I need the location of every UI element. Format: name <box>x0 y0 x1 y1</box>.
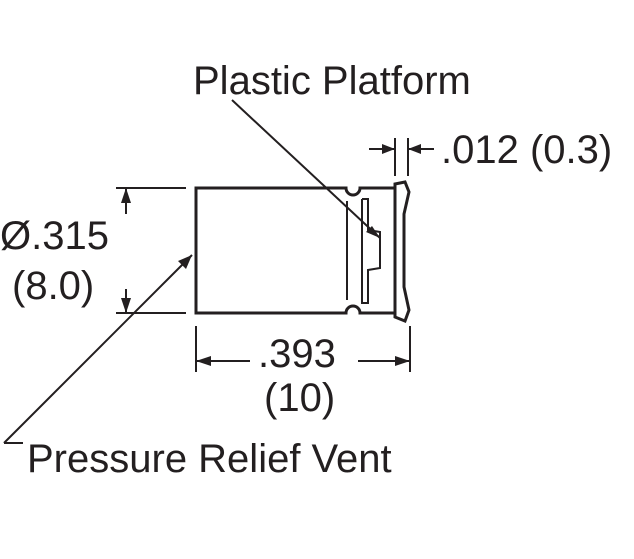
arrowhead-left <box>196 356 211 366</box>
leader-line <box>231 99 381 239</box>
leader-line <box>3 254 193 444</box>
pressure-relief-vent-label: Pressure Relief Vent <box>27 437 392 481</box>
arrowhead-up <box>121 188 131 203</box>
platform-plate <box>393 180 411 323</box>
arrowhead-right-side <box>408 144 421 154</box>
platform-tab-top <box>362 198 381 304</box>
platform-thickness-dimension <box>369 138 434 176</box>
diameter-inch-label: Ø.315 <box>0 214 109 258</box>
arrowhead-left-side <box>382 144 395 154</box>
length-dimension <box>195 326 411 372</box>
diameter-mm-label: (8.0) <box>12 264 94 308</box>
leader-arrowhead <box>178 255 192 269</box>
length-inch-label: .393 <box>258 332 336 376</box>
arrowhead-right <box>395 356 410 366</box>
capacitor-body <box>194 186 397 315</box>
platform-thickness-label: .012 (0.3) <box>441 128 612 172</box>
arrowhead-down <box>121 298 131 313</box>
plastic-platform-leader <box>231 99 381 239</box>
pressure-relief-vent-leader <box>3 254 193 444</box>
plastic-platform-label: Plastic Platform <box>193 59 471 103</box>
can-outline <box>194 186 397 315</box>
length-mm-label: (10) <box>264 376 335 420</box>
leader-arrowhead <box>366 226 380 238</box>
diameter-dimension <box>116 187 186 314</box>
plastic-platform <box>361 180 411 323</box>
